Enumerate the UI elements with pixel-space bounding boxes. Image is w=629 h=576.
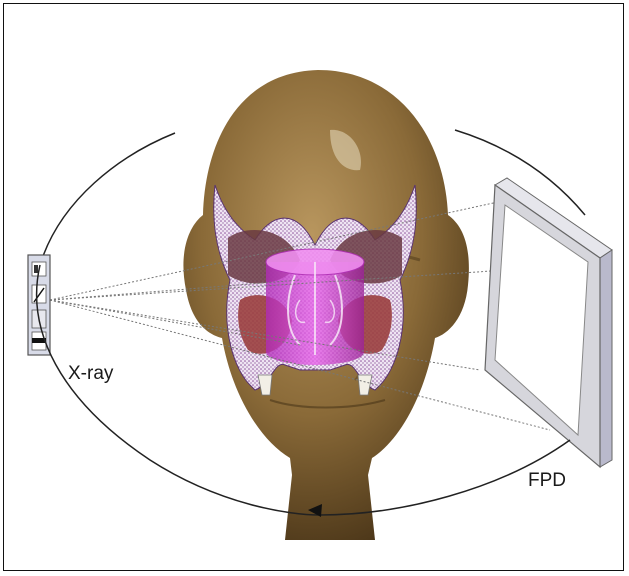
roi-cylinder	[266, 249, 364, 365]
flat-panel-detector	[485, 178, 612, 467]
fpd-label: FPD	[528, 470, 566, 491]
orbit-back-arc	[40, 133, 175, 265]
xray-label: X-ray	[68, 363, 114, 384]
